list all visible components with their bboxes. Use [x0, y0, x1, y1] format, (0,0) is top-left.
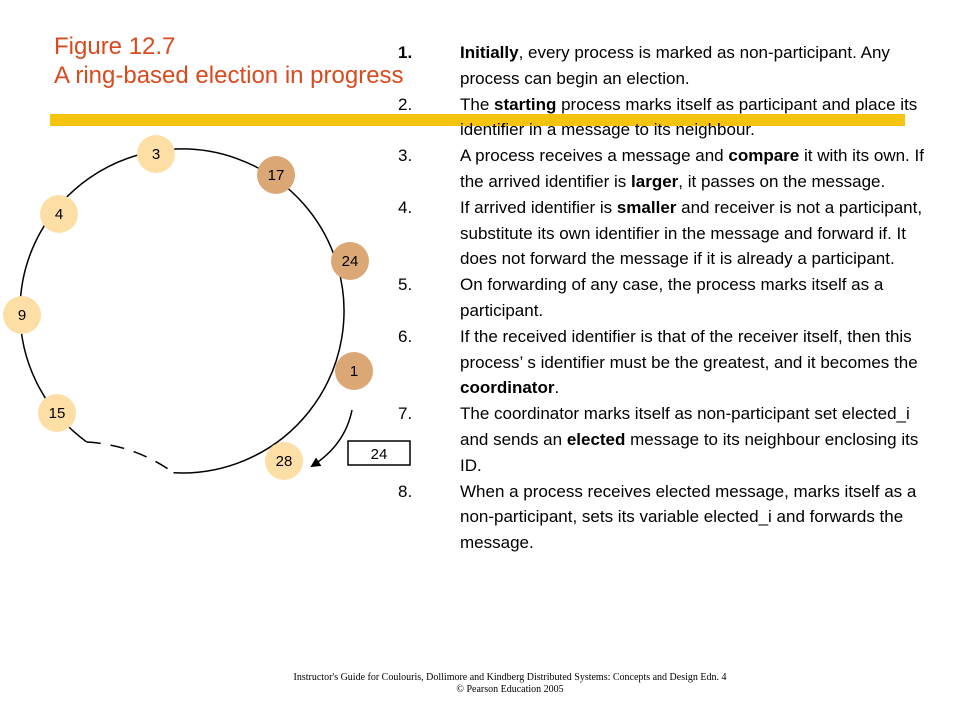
- node-label: 28: [276, 453, 293, 470]
- node-circle: [335, 352, 373, 390]
- step-text: If the received identifier is that of th…: [460, 324, 938, 401]
- message-value: 24: [371, 446, 388, 463]
- step-text-segment: and receiver is not a participant, subst…: [460, 197, 923, 269]
- step-text-segment: If the received identifier is that of th…: [460, 326, 918, 372]
- footer: Instructor's Guide for Coulouris, Dollim…: [0, 672, 960, 696]
- node-circle: [3, 296, 41, 334]
- step-2: 2. The starting process marks itself as p…: [398, 92, 938, 144]
- direction-arrow: [310, 409, 353, 468]
- node-circle: [38, 394, 76, 432]
- process-node: 15: [38, 394, 76, 432]
- step-number: 4.: [398, 197, 413, 217]
- step-text: A process receives a message and compare…: [460, 143, 938, 195]
- step-number: 8.: [398, 481, 413, 501]
- footer-credit: Instructor's Guide for Coulouris, Dollim…: [293, 672, 727, 683]
- node-label: 24: [342, 253, 359, 270]
- figure-caption: A ring-based election in progress: [54, 62, 404, 89]
- step-text-segment: , every process is marked as non-partici…: [460, 43, 890, 88]
- step-number: 2.: [398, 94, 413, 114]
- step-text: The coordinator marks itself as non-part…: [460, 401, 938, 478]
- step-text: When a process receives elected message,…: [460, 479, 938, 556]
- figure-number: Figure 12.7: [54, 33, 176, 60]
- node-label: 4: [55, 206, 63, 223]
- figure-title: Figure 12.7 A ring-based election in pro…: [54, 32, 404, 90]
- step-number: 7.: [398, 404, 413, 424]
- process-node: 3: [137, 135, 175, 173]
- step-keyword: elected: [566, 429, 626, 449]
- step-text-segment: A process receives a message and: [460, 146, 729, 166]
- step-text-segment: The: [460, 94, 495, 114]
- title-underline-bar: [50, 114, 905, 126]
- message-box: 24: [347, 440, 411, 466]
- step-number: 6.: [398, 326, 413, 346]
- step-5: 5. On forwarding of any case, the process…: [398, 272, 938, 324]
- step-text-segment: When a process receives elected message,…: [460, 481, 917, 553]
- node-label: 3: [152, 146, 160, 163]
- step-text-segment: message to its neighbour enclosing its I…: [460, 429, 919, 475]
- step-text-segment: process marks itself as participant and …: [460, 94, 918, 140]
- step-4: 4. If arrived identifier is smaller and r…: [398, 195, 938, 272]
- step-6: 6. If the received identifier is that of …: [398, 324, 938, 401]
- node-circle: [265, 442, 303, 480]
- step-keyword: larger: [631, 171, 679, 191]
- node-label: 9: [18, 307, 26, 324]
- process-node: 28: [265, 442, 303, 480]
- node-label: 1: [350, 363, 358, 380]
- process-node: 17: [257, 156, 295, 194]
- node-label: 17: [268, 167, 285, 184]
- step-8: 8. When a process receives elected messag…: [398, 479, 938, 556]
- step-text-segment: , it passes on the message.: [678, 171, 886, 191]
- step-text-segment: On forwarding of any case, the process m…: [460, 275, 884, 320]
- step-keyword: starting: [494, 94, 557, 114]
- process-node: 1: [335, 352, 373, 390]
- node-circle: [257, 156, 295, 194]
- step-text: On forwarding of any case, the process m…: [460, 272, 938, 324]
- node-circle: [331, 242, 369, 280]
- step-number: 5.: [398, 275, 413, 295]
- node-circle: [137, 135, 175, 173]
- footer-copyright: © Pearson Education 2005: [456, 684, 564, 695]
- step-text-segment: it with its own. If the arrived identifi…: [460, 146, 924, 191]
- process-node: 9: [3, 296, 41, 334]
- step-number: 3.: [398, 146, 413, 166]
- step-text: Initially, every process is marked as no…: [460, 40, 938, 92]
- step-number: 1.: [398, 43, 413, 62]
- step-keyword: coordinator: [460, 378, 555, 398]
- ring-dashed-arc: [86, 441, 174, 474]
- step-text-segment: .: [554, 378, 560, 398]
- step-1: 1. Initially, every process is marked as …: [398, 40, 938, 92]
- step-3: 3. A process receives a message and compa…: [398, 143, 938, 195]
- process-node: 4: [40, 195, 78, 233]
- step-7: 7. The coordinator marks itself as non-pa…: [398, 401, 938, 478]
- algorithm-steps: 1. Initially, every process is marked as …: [398, 40, 938, 556]
- step-text-segment: The coordinator marks itself as non-part…: [460, 404, 910, 449]
- step-keyword: Initially: [460, 43, 519, 62]
- ring-diagram: 3 17 24 1 28 15 9 4 24: [3, 135, 411, 480]
- step-keyword: compare: [728, 146, 800, 166]
- node-label: 15: [49, 405, 66, 422]
- step-text: The starting process marks itself as par…: [460, 92, 938, 144]
- step-text-segment: If arrived identifier is: [460, 197, 617, 217]
- node-circle: [40, 195, 78, 233]
- step-text: If arrived identifier is smaller and rec…: [460, 195, 938, 272]
- process-nodes: 3 17 24 1 28 15 9 4: [3, 135, 373, 480]
- process-node: 24: [331, 242, 369, 280]
- step-keyword: smaller: [616, 197, 677, 217]
